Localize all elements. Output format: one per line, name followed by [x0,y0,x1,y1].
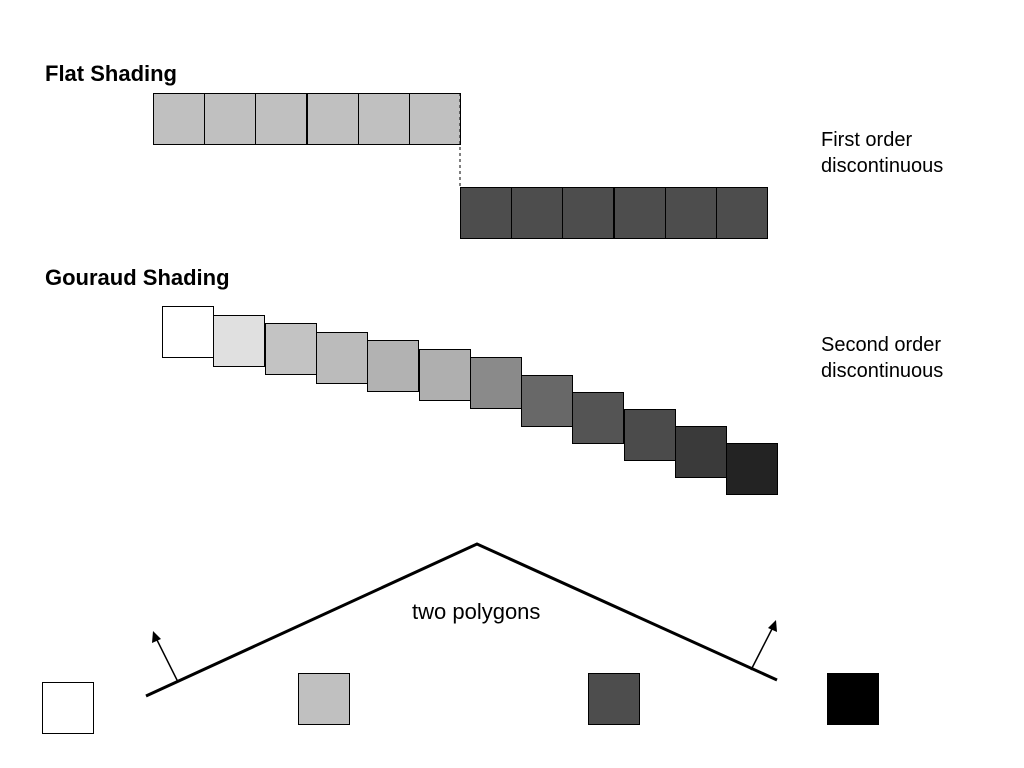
flat-cell-light [357,93,410,145]
flat-shading-note: First order discontinuous [821,127,943,179]
flat-cell-dark [664,187,717,239]
polygon-outline [145,542,778,698]
gouraud-shading-title: Gouraud Shading [45,265,230,290]
gouraud-cell [675,426,727,478]
flat-shading-title: Flat Shading [45,61,177,86]
gouraud-cell [726,443,779,495]
flat-cell-light [409,93,461,145]
gouraud-cell [418,349,471,401]
gouraud-cell [572,392,625,444]
gouraud-shading-note-line-2: discontinuous [821,360,944,382]
gouraud-cell [623,409,676,461]
flat-cell-light [204,93,257,145]
flat-cell-dark [613,187,666,239]
swatch-black [827,673,879,725]
flat-shading-note-line-1: First order [821,129,913,151]
swatch-dark-gray [588,673,640,725]
polygons-label: two polygons [412,599,540,624]
gouraud-shading-note-line-1: Second order [821,334,942,356]
gouraud-cell [469,357,522,409]
gouraud-cell [367,340,420,392]
swatch-white [42,682,94,734]
flat-cell-dark [716,187,768,239]
flat-cell-dark [511,187,564,239]
swatch-light-gray [298,673,350,725]
flat-cell-light [255,93,308,145]
flat-cell-light [153,93,205,145]
right-normal-arrow [750,620,777,671]
flat-cell-light [306,93,359,145]
gouraud-cell [213,315,266,367]
gouraud-shading-note: Second order discontinuous [821,332,943,384]
left-normal-arrow [152,631,179,683]
gouraud-cell [521,375,574,427]
gouraud-cell [264,323,317,375]
flat-shading-note-line-2: discontinuous [821,155,944,177]
